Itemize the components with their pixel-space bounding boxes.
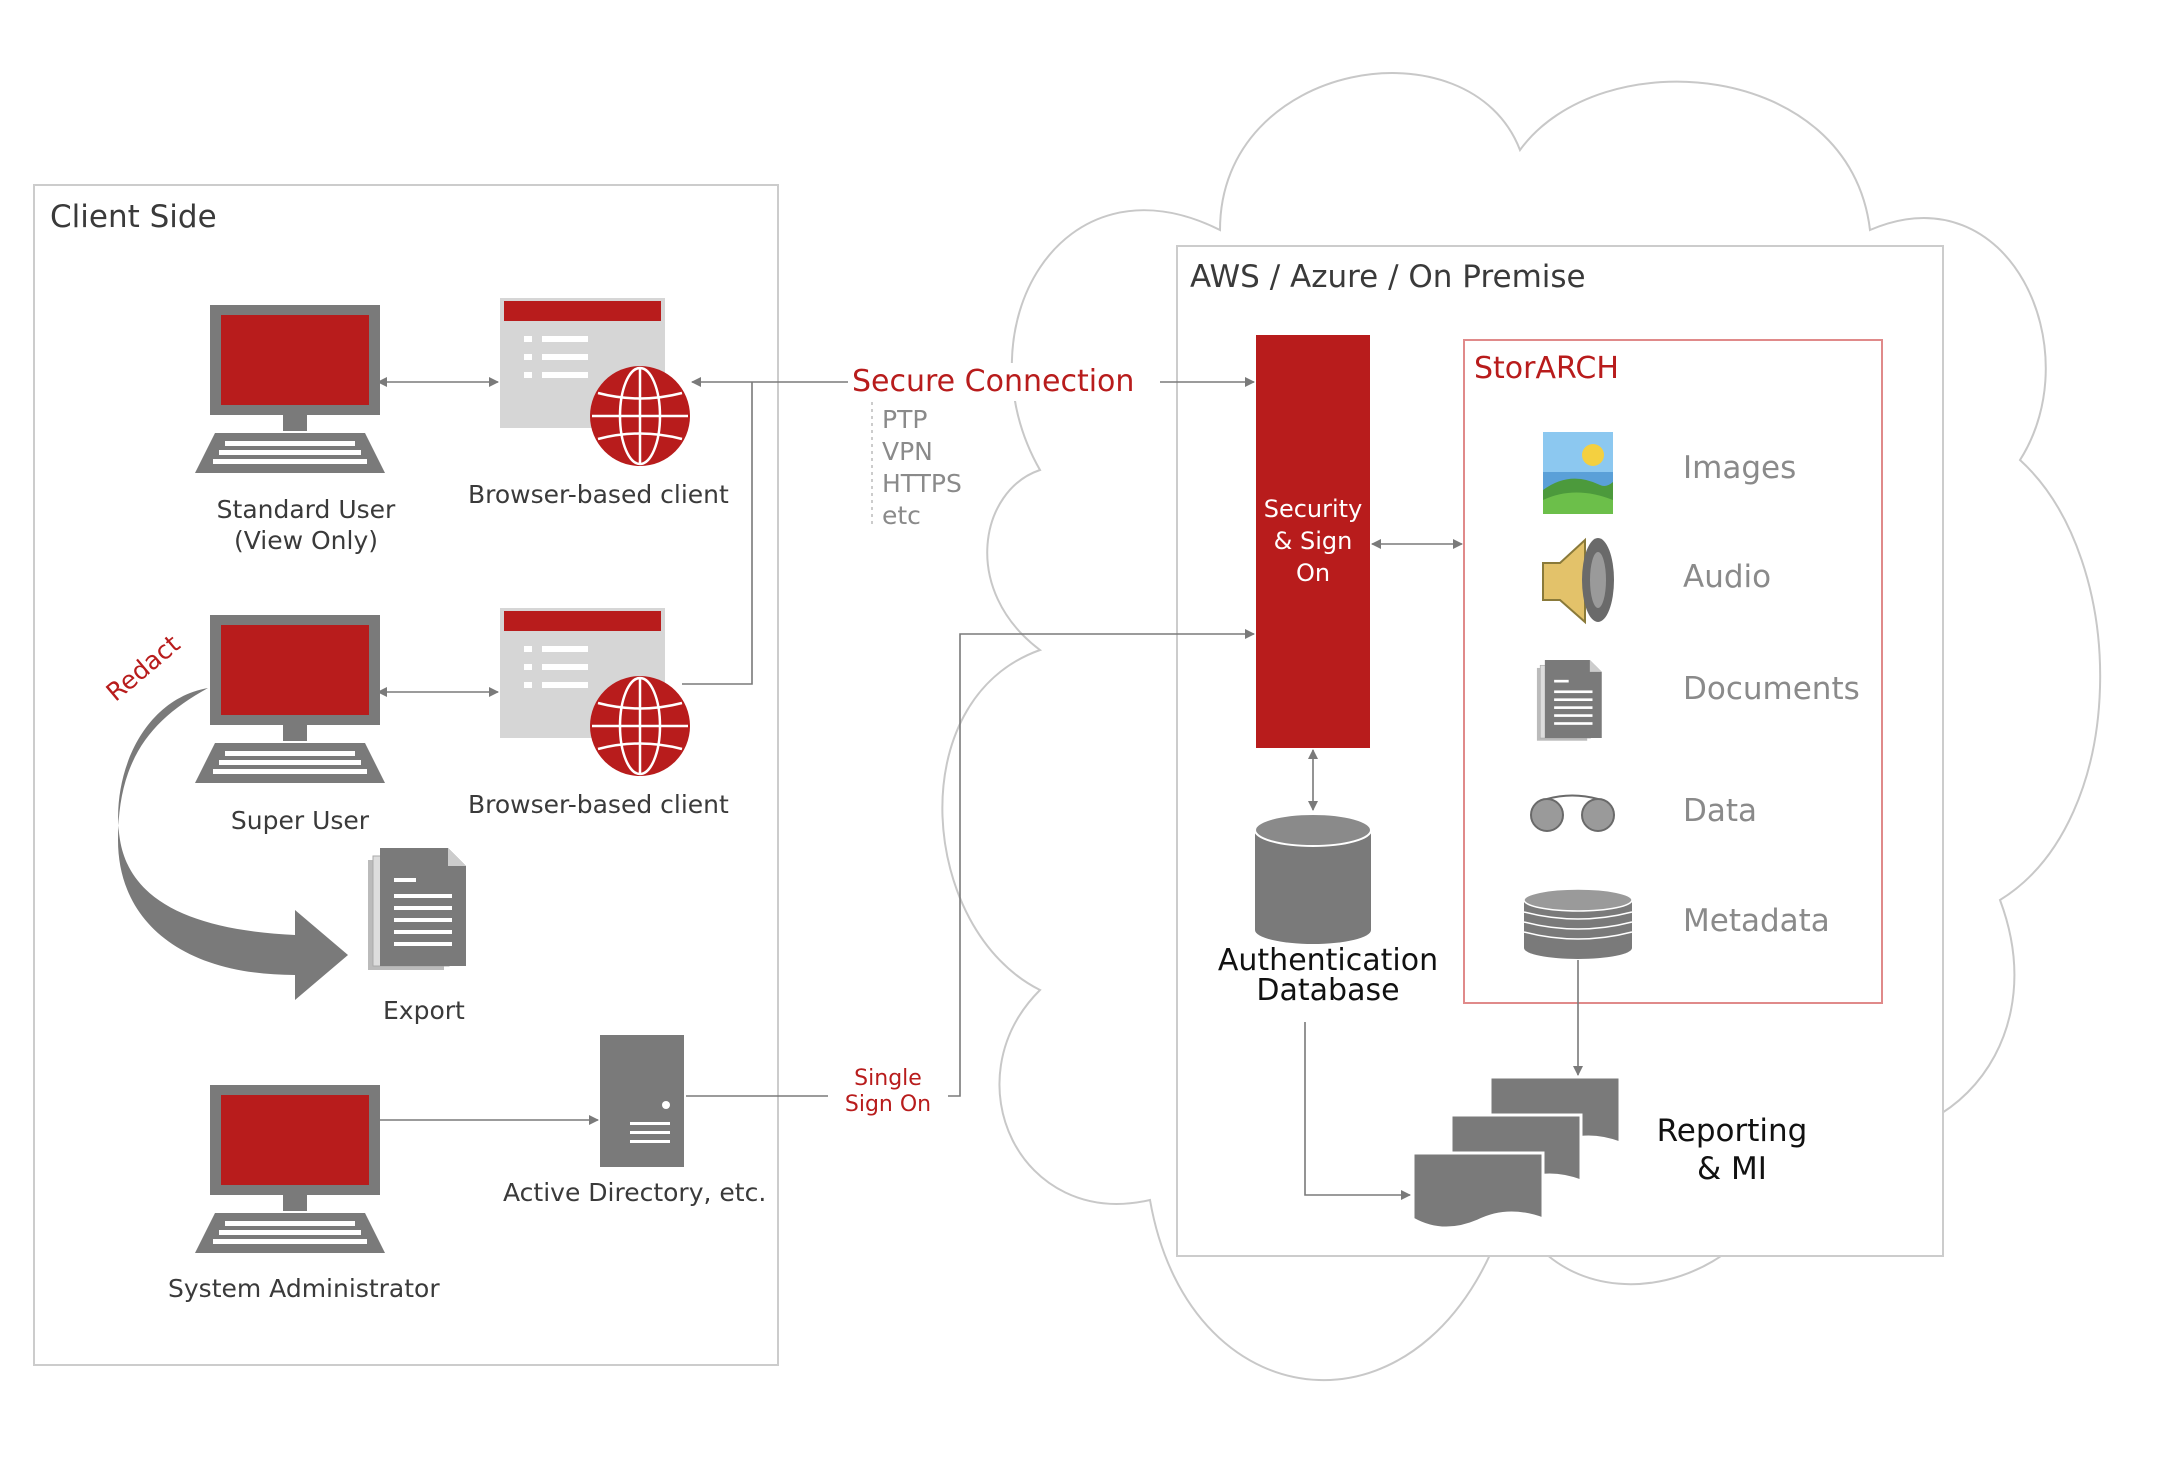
storarch-title: StorARCH: [1474, 351, 1619, 386]
standard-user-monitor-icon: [195, 305, 385, 473]
security-sign-on-block: [1256, 335, 1370, 748]
storarch-box: [1463, 339, 1883, 1004]
standard-user-label: Standard User (View Only): [216, 495, 396, 556]
super-user-label: Super User: [230, 806, 370, 835]
cloud-title: AWS / Azure / On Premise: [1190, 259, 1586, 295]
images-icon: [1543, 432, 1613, 514]
protocol-item: PTP: [882, 405, 928, 434]
protocol-item: VPN: [882, 437, 933, 466]
active-directory-server-icon: [600, 1035, 684, 1167]
system-admin-monitor-icon: [195, 1085, 385, 1253]
reporting-pages-icon: [1411, 1075, 1622, 1230]
documents-icon: [1536, 660, 1603, 742]
storarch-item-metadata: Metadata: [1683, 903, 1830, 939]
active-directory-label: Active Directory, etc.: [503, 1178, 767, 1207]
auth-database-icon: [1254, 813, 1372, 944]
protocol-item: etc: [882, 501, 921, 530]
browser-client-1-icon: [500, 298, 690, 468]
secure-connection-label: Secure Connection: [848, 363, 1139, 401]
storarch-item-data: Data: [1683, 793, 1758, 829]
single-sign-on-label: Single Sign On: [828, 1066, 948, 1118]
client-side-box: [33, 184, 779, 1366]
browser-client-2-icon: [500, 608, 690, 778]
redact-arrow-icon: [118, 688, 348, 1000]
reporting-label: Reporting & MI: [1656, 1113, 1808, 1187]
metadata-icon: [1523, 888, 1633, 959]
storarch-item-documents: Documents: [1683, 671, 1860, 707]
browser-2-secure-link: [682, 382, 753, 685]
protocol-item: HTTPS: [882, 469, 962, 498]
super-user-monitor-icon: [195, 615, 385, 783]
export-document-icon: [368, 848, 467, 971]
database-reporting-link: [1304, 1022, 1411, 1200]
client-side-title: Client Side: [50, 199, 217, 235]
auth-database-label: Authentication Database: [1217, 943, 1439, 1008]
browser-client-2-label: Browser-based client: [468, 790, 729, 819]
security-sign-on-label: Security & Sign On: [1263, 495, 1363, 587]
browser-client-1-label: Browser-based client: [468, 480, 729, 509]
audio-icon: [1542, 537, 1614, 625]
storarch-item-images: Images: [1683, 450, 1797, 486]
export-label: Export: [383, 996, 465, 1025]
system-admin-label: System Administrator: [168, 1274, 440, 1303]
cloud-outline: [941, 72, 2102, 1381]
data-icon: [1530, 794, 1615, 832]
storarch-item-audio: Audio: [1683, 559, 1772, 595]
single-sign-on-link: [686, 629, 1255, 1097]
protocols-list: PTP VPN HTTPS etc: [882, 404, 962, 532]
